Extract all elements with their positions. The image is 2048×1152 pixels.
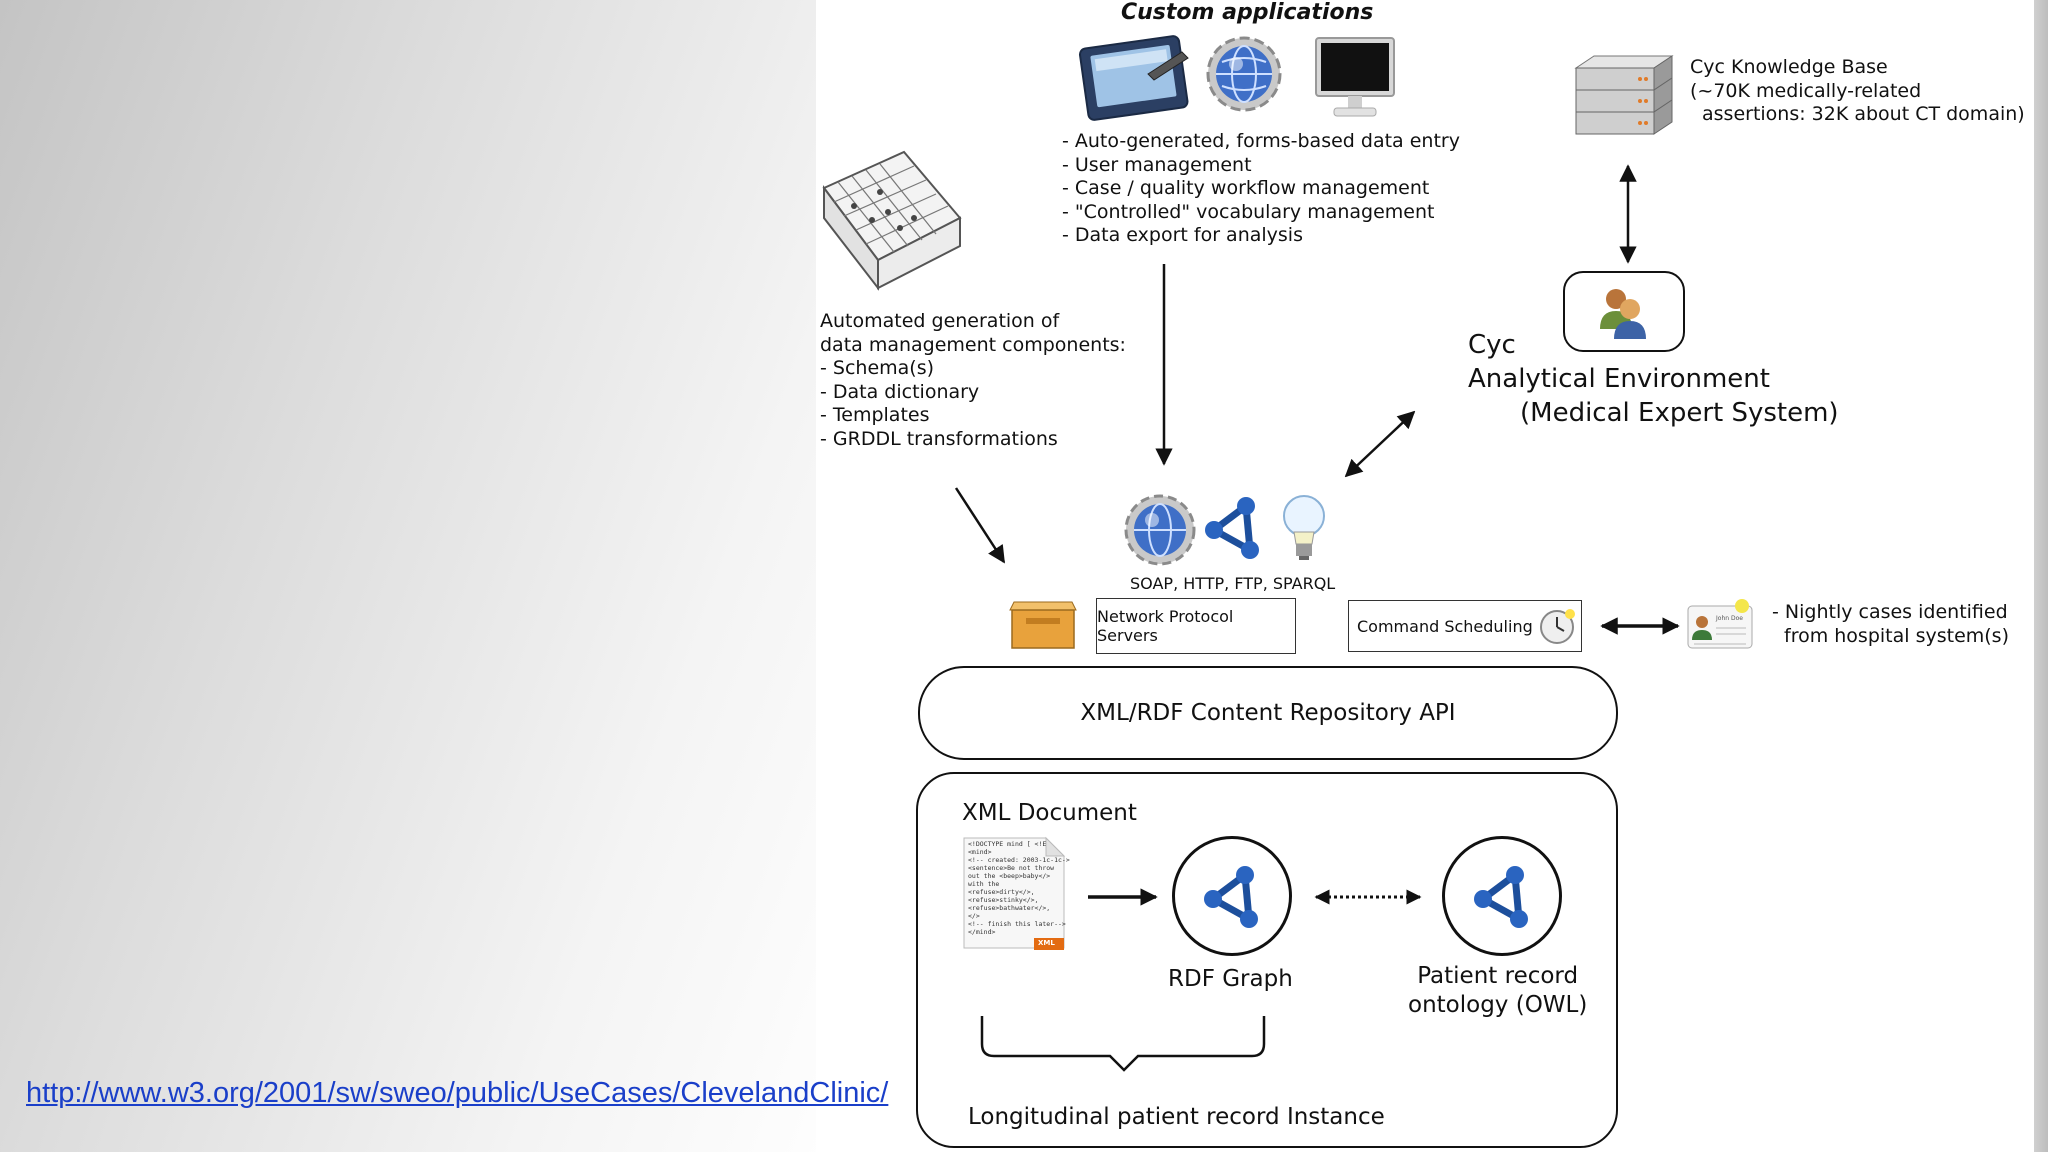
- users-node: [1563, 271, 1685, 352]
- xml-document-label: XML Document: [962, 800, 1137, 826]
- xml-code-line: <refuse>stinky</>,: [968, 896, 1039, 904]
- package-box-icon: [1009, 601, 1077, 649]
- xml-code-line: <!-- created: 2003-1c-1c->: [968, 856, 1070, 864]
- automation-line: - GRDDL transformations: [820, 427, 1058, 450]
- knowledge-base-text: Cyc Knowledge Base (~70K medically-relat…: [1690, 56, 2025, 127]
- users-icon: [1600, 289, 1646, 339]
- id-card-icon: John Doe: [1687, 599, 1753, 649]
- xml-code-line: <!DOCTYPE mind [ <!E: [968, 840, 1047, 848]
- knowledge-base-line: (~70K medically-related: [1690, 79, 1922, 102]
- tablet-icon: [1078, 35, 1189, 121]
- xml-code-block: <!DOCTYPE mind [ <!E <mind> <!-- created…: [968, 840, 1070, 936]
- monitor-icon: [1315, 37, 1395, 117]
- ontology-line: ontology (OWL): [1408, 992, 1588, 1018]
- xml-document-icon: <!DOCTYPE mind [ <!E <mind> <!-- created…: [962, 836, 1070, 952]
- web-globe-icon: [1206, 36, 1282, 112]
- w3c-usecase-link[interactable]: http://www.w3.org/2001/sw/sweo/public/Us…: [26, 1077, 889, 1109]
- cyc-label: Cyc: [1468, 330, 1516, 360]
- xml-code-line: <mind>: [968, 848, 992, 856]
- network-protocol-servers-box: Network Protocol Servers: [1096, 598, 1296, 654]
- panel-shadow: [2034, 0, 2048, 1152]
- ontology-node: [1442, 836, 1562, 956]
- lightbulb-icon: [1283, 495, 1325, 560]
- ontology-label: Patient record ontology (OWL): [1408, 962, 1587, 1020]
- xml-code-line: <!-- finish this later-->: [968, 920, 1066, 928]
- content-repository-api: XML/RDF Content Repository API: [918, 666, 1618, 760]
- feature-item: - Data export for analysis: [1062, 224, 1303, 246]
- rdf-graph-node: [1172, 836, 1292, 956]
- instance-footer-label: Longitudinal patient record Instance: [968, 1104, 1385, 1130]
- feature-item: - Case / quality workflow management: [1062, 177, 1430, 199]
- automation-line: - Schema(s): [820, 357, 935, 379]
- xml-page-icon: [963, 836, 1066, 950]
- xml-badge: XML: [1038, 939, 1055, 947]
- xml-code-line: with the: [968, 880, 1000, 888]
- knowledge-base-line: assertions: 32K about CT domain): [1702, 103, 2025, 125]
- instance-brace: [980, 1016, 1266, 1072]
- cyc-label: (Medical Expert System): [1520, 398, 1839, 428]
- automation-text: Automated generation of data management …: [820, 310, 1126, 451]
- cyc-environment-label: Cyc Analytical Environment (Medical Expe…: [1468, 328, 1839, 430]
- xml-code-line: <refuse>bathwater</>,: [968, 904, 1051, 912]
- feature-item: - "Controlled" vocabulary management: [1062, 200, 1435, 223]
- knowledge-base-title: Cyc Knowledge Base: [1690, 56, 1888, 78]
- nightly-line: from hospital system(s): [1784, 625, 2009, 647]
- id-card-name: John Doe: [1715, 615, 1743, 622]
- clock-icon: [1540, 609, 1575, 644]
- automation-to-box-arrow: [954, 487, 1006, 564]
- rdf-graph-label: RDF Graph: [1168, 966, 1293, 992]
- xml-code-line: </mind>: [968, 928, 996, 936]
- api-label: XML/RDF Content Repository API: [1080, 700, 1456, 726]
- server-stack-icon: [1574, 55, 1674, 135]
- custom-apps-feature-list: - Auto-generated, forms-based data entry…: [1062, 130, 1460, 248]
- xml-code-line: <refuse>dirty</>,: [968, 888, 1035, 896]
- feature-item: - User management: [1062, 153, 1252, 176]
- xml-code-line: </>: [968, 912, 980, 920]
- custom-applications-title: Custom applications: [1121, 0, 1374, 25]
- cyc-label: Analytical Environment: [1468, 364, 1770, 394]
- automation-line: data management components:: [820, 333, 1126, 356]
- toolbox-organizer-icon: [822, 150, 962, 291]
- feature-item: - Auto-generated, forms-based data entry: [1062, 130, 1460, 152]
- xml-code-line: <sentence>Be not throw: [968, 864, 1055, 872]
- nightly-cases-text: - Nightly cases identified from hospital…: [1772, 600, 2009, 648]
- rdf-network-icon: [1205, 497, 1259, 559]
- automation-line: Automated generation of: [820, 310, 1060, 332]
- ontology-graph-icon: [1474, 866, 1528, 928]
- command-scheduling-label: Command Scheduling: [1357, 616, 1533, 636]
- automation-line: - Templates: [820, 404, 930, 426]
- patient-record-instance-box: [916, 772, 1618, 1148]
- xml-code-line: out the <beep>baby</>: [968, 872, 1051, 880]
- rdf-graph-icon: [1204, 866, 1258, 928]
- cyc-to-servers-arrow: [1344, 410, 1416, 478]
- nightly-line: - Nightly cases identified: [1772, 601, 2008, 623]
- automation-line: - Data dictionary: [820, 380, 980, 403]
- network-globe-icon: [1124, 494, 1196, 566]
- ontology-line: Patient record: [1417, 963, 1579, 989]
- protocols-label: SOAP, HTTP, FTP, SPARQL: [1130, 574, 1336, 593]
